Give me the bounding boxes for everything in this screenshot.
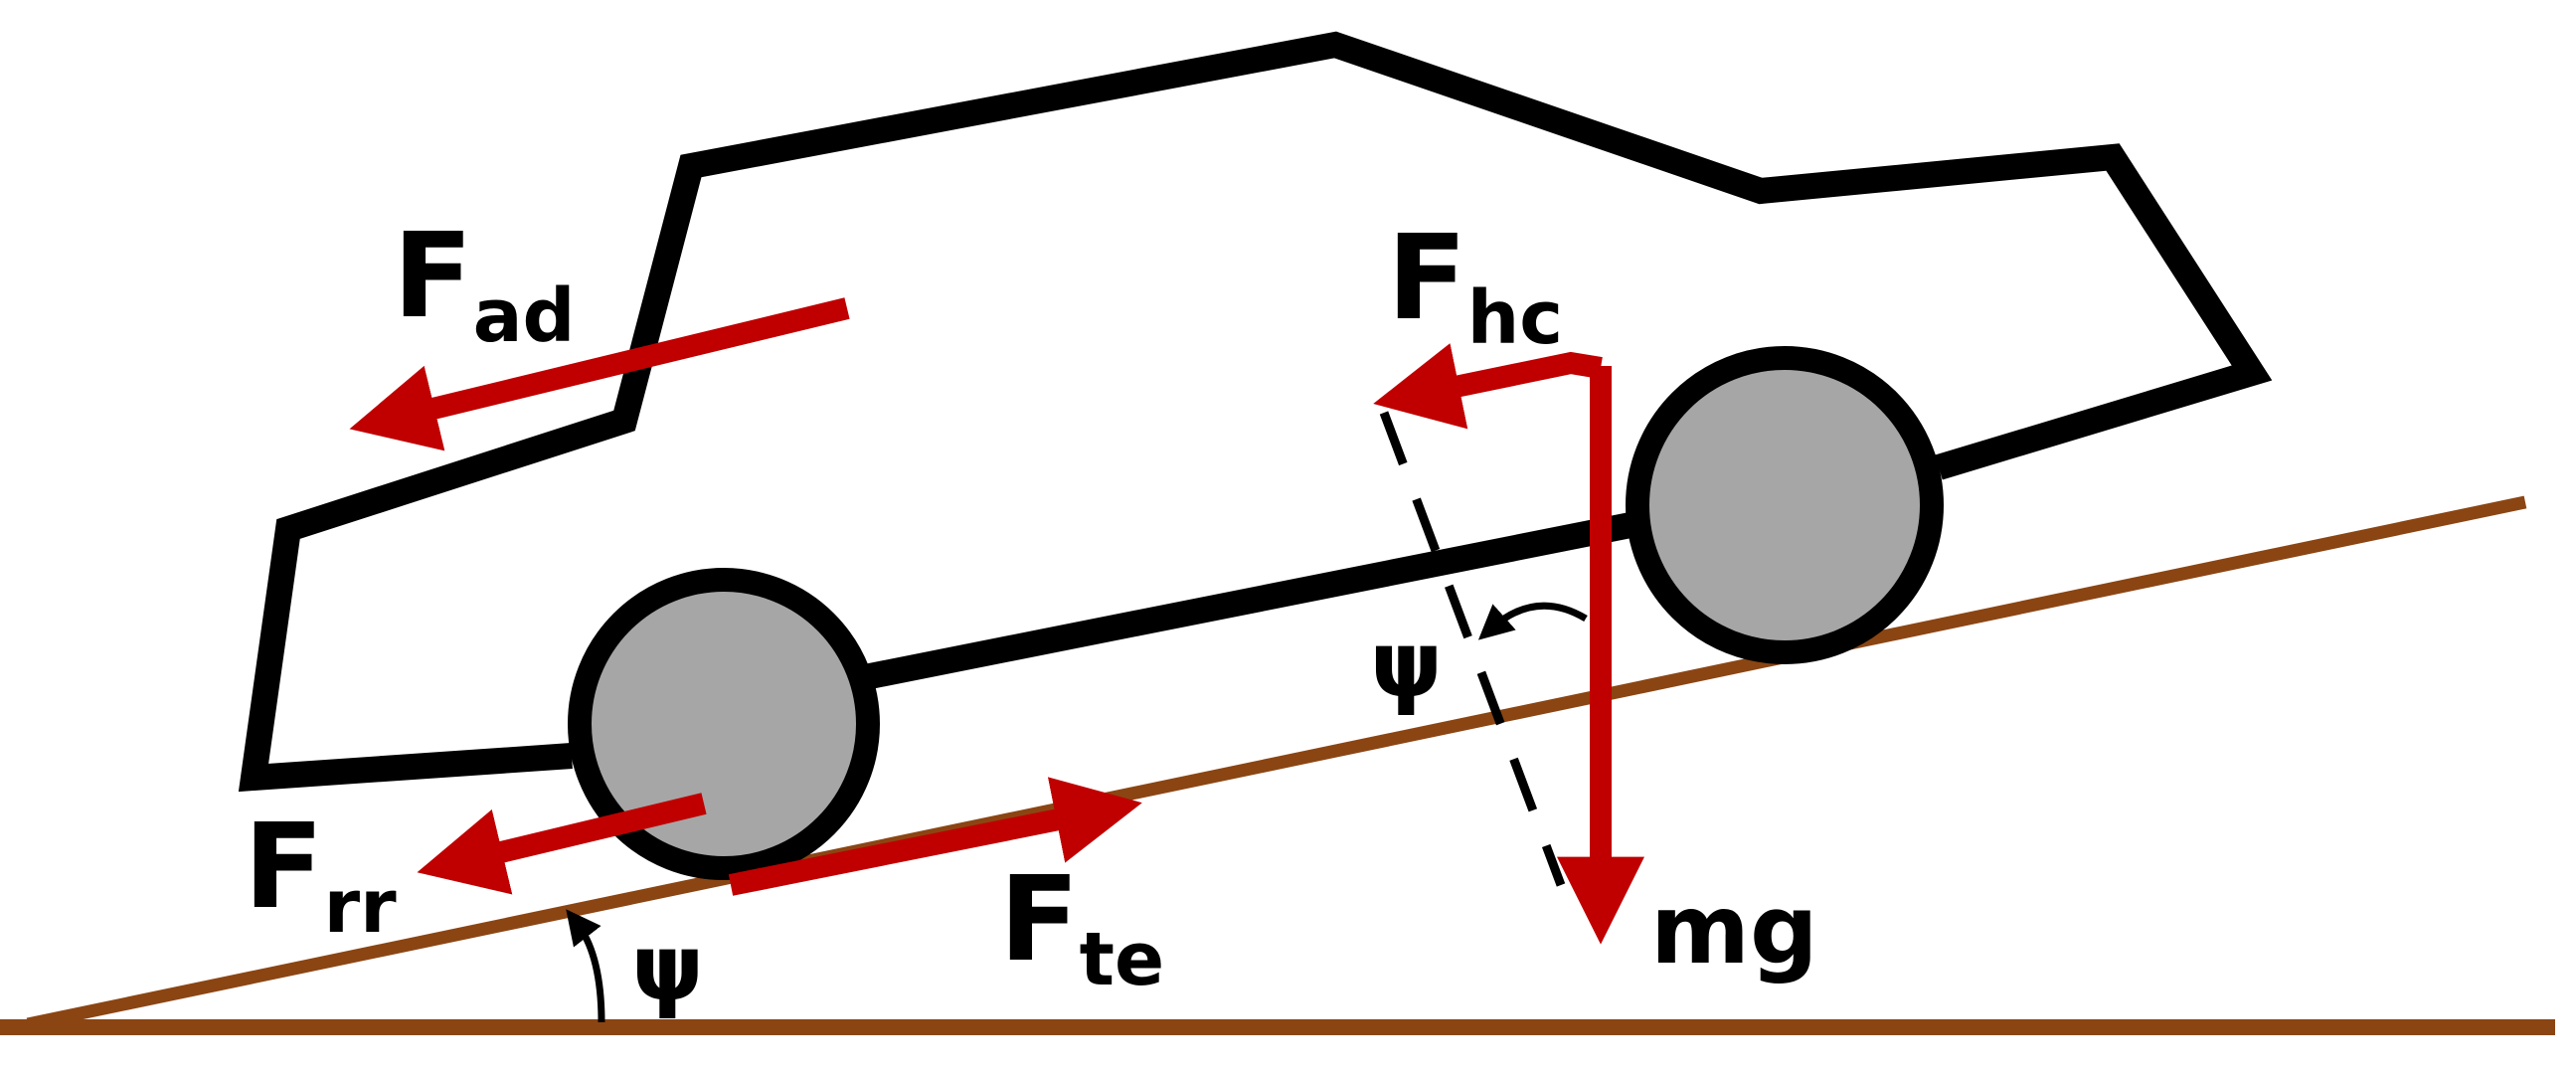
tractive-effort-label: Fte: [999, 850, 1164, 1002]
incline-angle-arc: [566, 909, 605, 1023]
gravity-angle-label: ψ: [1370, 612, 1443, 718]
gravity-angle-arc: [1477, 602, 1588, 640]
incline-angle-label: ψ: [631, 915, 704, 1021]
aero-drag-label: Fad: [393, 207, 576, 359]
hill-climb-label: Fhc: [1387, 209, 1563, 361]
rear-wheel: [568, 568, 880, 880]
incline-line: [26, 495, 2527, 1031]
aero-drag-arrow: [349, 297, 850, 451]
normal-dashed-line: [1379, 411, 1566, 887]
gravity-label: mg: [1650, 874, 1818, 985]
car-underbody: [867, 512, 1633, 689]
car-body-outline: [238, 31, 2273, 793]
rolling-resistance-arrow: [417, 793, 707, 895]
rolling-resistance-label: Frr: [244, 798, 397, 950]
hill-climb-arrow: [1373, 343, 1603, 430]
front-wheel: [1626, 346, 1944, 664]
tractive-effort-arrow: [728, 777, 1142, 896]
